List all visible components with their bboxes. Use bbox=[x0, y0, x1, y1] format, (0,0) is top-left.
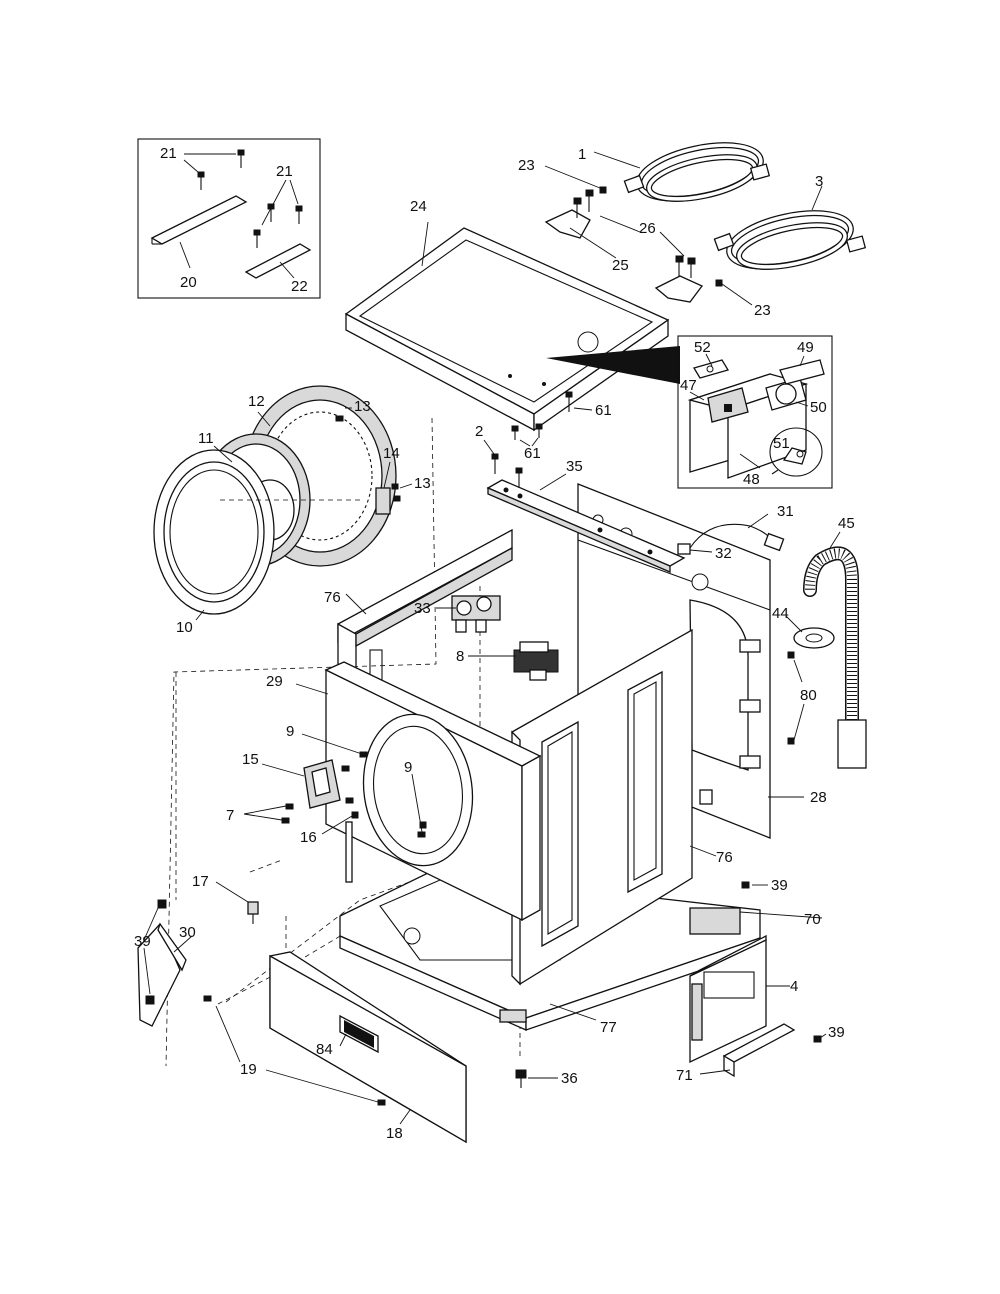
callout-25: 25 bbox=[612, 257, 629, 274]
top-rail-35 bbox=[486, 479, 686, 573]
callout-20: 20 bbox=[180, 274, 197, 291]
callout-18: 18 bbox=[386, 1125, 403, 1142]
inset-frame bbox=[137, 138, 321, 299]
callout-9: 9 bbox=[286, 723, 294, 740]
callout-50: 50 bbox=[810, 399, 827, 416]
callout-13: 13 bbox=[354, 398, 371, 415]
callout-77: 77 bbox=[600, 1019, 617, 1036]
screw-icon bbox=[491, 453, 523, 488]
control-box bbox=[689, 934, 767, 1064]
callout-51: 51 bbox=[773, 435, 790, 452]
callout-11: 11 bbox=[198, 430, 214, 447]
water-valve bbox=[451, 595, 501, 633]
bracket-22 bbox=[244, 243, 312, 279]
screw-icon bbox=[203, 995, 386, 1106]
screw-icon bbox=[281, 751, 427, 838]
callout-21: 21 bbox=[276, 163, 293, 180]
callout-29: 29 bbox=[266, 673, 283, 690]
callout-15: 15 bbox=[242, 751, 259, 768]
inset-frame bbox=[677, 335, 833, 489]
callout-12: 12 bbox=[248, 393, 265, 410]
screw-icon bbox=[787, 651, 795, 745]
callout-16: 16 bbox=[300, 829, 317, 846]
power-cord bbox=[677, 523, 785, 555]
callout-7: 7 bbox=[226, 807, 234, 824]
callout-14: 14 bbox=[383, 445, 400, 462]
callout-33: 33 bbox=[414, 600, 431, 617]
screw-icon bbox=[511, 391, 573, 440]
screw-icon bbox=[145, 899, 167, 1005]
callout-48: 48 bbox=[743, 471, 760, 488]
top-panel bbox=[344, 227, 670, 432]
callout-28: 28 bbox=[810, 789, 827, 806]
door-hinge-14 bbox=[375, 487, 391, 515]
callout-17: 17 bbox=[192, 873, 209, 890]
callout-61: 61 bbox=[524, 445, 541, 462]
screw-icon bbox=[573, 186, 723, 287]
callout-39: 39 bbox=[771, 877, 788, 894]
screw-icon bbox=[197, 149, 303, 248]
callout-21: 21 bbox=[160, 145, 177, 162]
callout-39: 39 bbox=[828, 1024, 845, 1041]
kick-panel bbox=[269, 951, 467, 1144]
callout-76: 76 bbox=[324, 589, 341, 606]
door-lock bbox=[303, 759, 341, 809]
callout-19: 19 bbox=[240, 1061, 257, 1078]
drain-hose-icon bbox=[803, 546, 867, 769]
callout-36: 36 bbox=[561, 1070, 578, 1087]
callout-22: 22 bbox=[291, 278, 308, 295]
callout-4: 4 bbox=[790, 978, 798, 995]
hose-bracket-25 bbox=[544, 209, 704, 303]
callout-49: 49 bbox=[797, 339, 814, 356]
callout-31: 31 bbox=[777, 503, 794, 520]
inlet-hose-icon bbox=[713, 210, 867, 270]
inset-bracket-detail: 21 21 20 22 bbox=[137, 138, 321, 299]
callout-39: 39 bbox=[134, 933, 151, 950]
callout-30: 30 bbox=[179, 924, 196, 941]
callout-13: 13 bbox=[414, 475, 431, 492]
door-assembly bbox=[153, 385, 397, 615]
callout-52: 52 bbox=[694, 339, 711, 356]
callout-80: 80 bbox=[800, 687, 817, 704]
callout-9: 9 bbox=[404, 759, 412, 776]
mount-bracket-71 bbox=[722, 1023, 796, 1078]
inset-dispenser-detail bbox=[677, 335, 833, 489]
screw-icon bbox=[515, 1069, 527, 1088]
callout-47: 47 bbox=[680, 377, 697, 394]
inlet-hose-icon bbox=[623, 142, 771, 202]
bracket-20 bbox=[150, 195, 248, 245]
callout-2: 2 bbox=[475, 423, 483, 440]
callout-45: 45 bbox=[838, 515, 855, 532]
leveling-foot bbox=[247, 901, 259, 924]
pump bbox=[513, 641, 559, 681]
callout-71: 71 bbox=[676, 1067, 693, 1084]
callout-70: 70 bbox=[804, 911, 821, 928]
callout-44: 44 bbox=[772, 605, 789, 622]
callout-35: 35 bbox=[566, 458, 583, 475]
callout-23: 23 bbox=[754, 302, 771, 319]
callout-8: 8 bbox=[456, 648, 464, 665]
callout-24: 24 bbox=[410, 198, 427, 215]
callout-10: 10 bbox=[176, 619, 193, 636]
callout-32: 32 bbox=[715, 545, 732, 562]
callout-76: 76 bbox=[716, 849, 733, 866]
callout-23: 23 bbox=[518, 157, 535, 174]
callout-84: 84 bbox=[316, 1041, 333, 1058]
callout-61: 61 bbox=[595, 402, 612, 419]
callout-1: 1 bbox=[578, 146, 586, 163]
front-panel bbox=[324, 661, 542, 922]
screw-icon bbox=[335, 415, 401, 502]
callout-26: 26 bbox=[639, 220, 656, 237]
detail-pointer bbox=[546, 346, 680, 384]
screw-icon bbox=[741, 881, 822, 1043]
callout-3: 3 bbox=[815, 173, 823, 190]
